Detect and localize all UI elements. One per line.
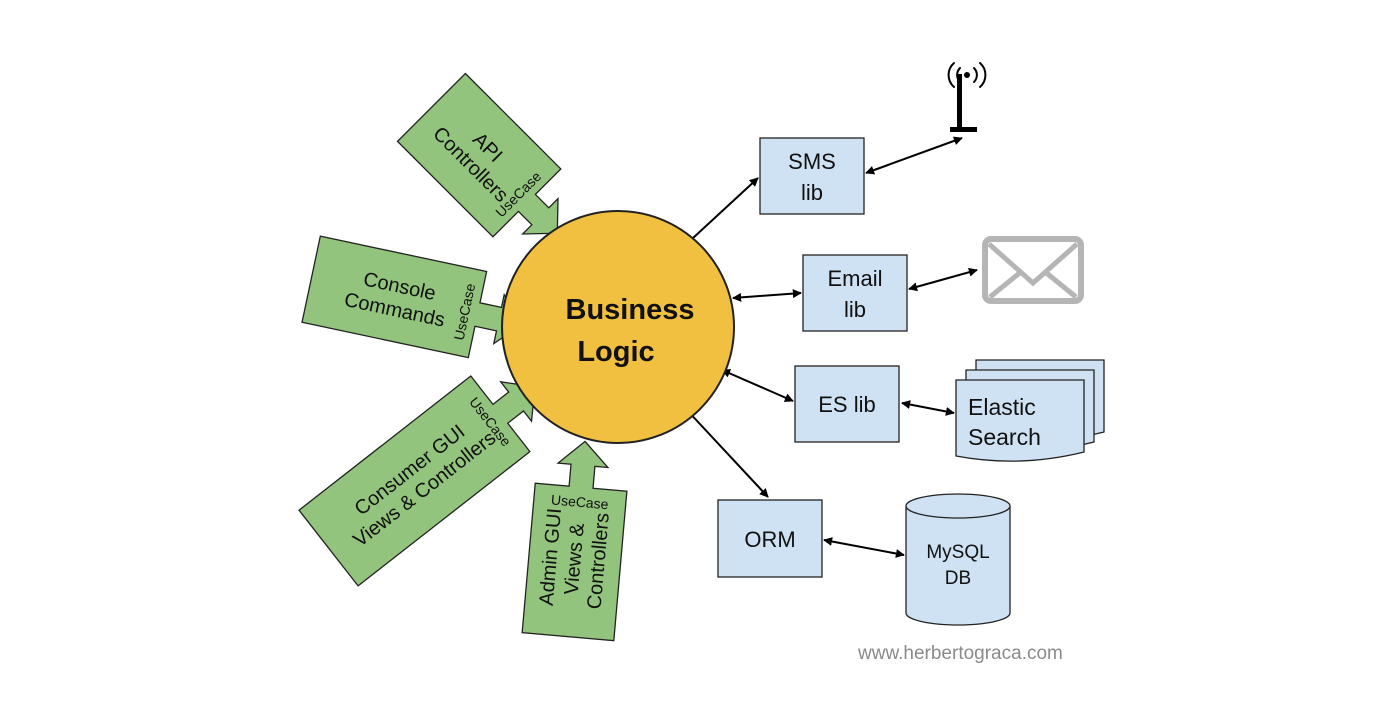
orm-connector: [684, 407, 769, 498]
admin-gui-arrow: Admin GUI Views & Controllers UseCase: [521, 440, 628, 642]
admin-usecase-label: UseCase: [550, 491, 609, 512]
es-lib-label: ES lib: [818, 392, 875, 417]
business-logic-circle: Business Logic: [501, 210, 735, 444]
watermark: www.herbertograca.com: [857, 643, 1063, 664]
antenna-icon: [947, 62, 987, 132]
es-lib-box: ES lib: [794, 365, 900, 443]
console-commands-arrow: Console Commands UseCase: [301, 235, 524, 359]
sms-antenna-connector: [865, 136, 963, 175]
orm-label: ORM: [744, 527, 795, 552]
connectors: [679, 136, 978, 558]
mysql-db-label-line2: DB: [945, 568, 971, 589]
mysql-db-cylinder: MySQL DB: [905, 493, 1011, 626]
sms-lib-label-line1: SMS: [788, 149, 836, 174]
email-lib-label-line2: lib: [844, 297, 866, 322]
email-lib-box: Email lib: [802, 254, 908, 332]
envelope-icon: [982, 236, 1084, 304]
email-connector: [732, 289, 802, 302]
email-lib-label-line1: Email: [827, 266, 882, 291]
business-logic-label-line1: Business: [566, 294, 695, 326]
es-connector: [721, 369, 794, 402]
orm-mysql-connector: [823, 537, 905, 558]
orm-box: ORM: [717, 499, 823, 578]
email-envelope-connector: [908, 267, 978, 292]
elastic-search-documents: Elastic Search: [955, 359, 1105, 462]
sms-lib-label-line2: lib: [801, 180, 823, 205]
elastic-search-label-line1: Elastic: [968, 394, 1036, 420]
business-logic-label-line2: Logic: [577, 336, 654, 368]
es-elastic-connector: [901, 400, 955, 416]
elastic-search-label-line2: Search: [968, 424, 1041, 450]
mysql-db-label-line1: MySQL: [926, 542, 989, 563]
sms-lib-box: SMS lib: [759, 137, 865, 215]
